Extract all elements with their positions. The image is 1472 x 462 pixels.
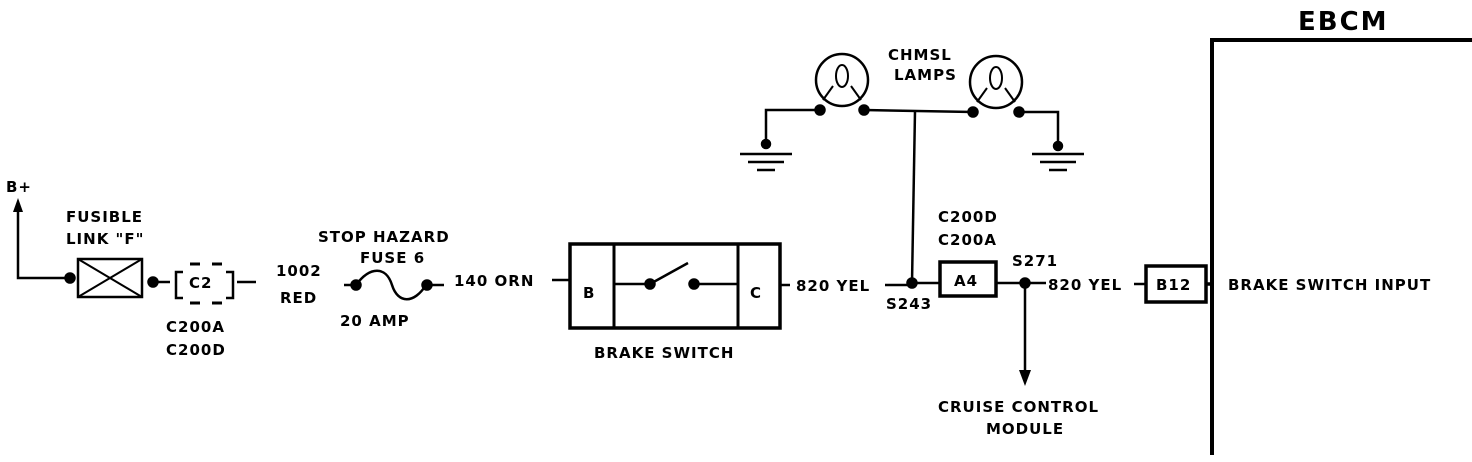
splice-s243-label: S243 [886,295,932,313]
cruise-control-label: CRUISE CONTROL [938,398,1099,416]
battery-positive: B+ [6,178,68,280]
splice-s271-label: S271 [1012,252,1058,270]
ebcm-label: EBCM [1298,7,1389,37]
brake-switch: B C BRAKE SWITCH [568,242,782,362]
chmsl-label-1: CHMSL [888,46,952,64]
fusible-link-label-2: LINK "F" [66,230,144,248]
fuse-out-dot [421,279,433,291]
amp-20-label: 20 AMP [340,312,410,330]
connector-c2-label: C2 [189,274,212,292]
connector-a4-box [938,260,998,298]
wire-lamps-to-s243 [910,110,917,284]
splice-s271-dot [1019,277,1031,289]
chmsl-lamp-1 [814,52,870,116]
c200d-right-label: C200D [938,208,998,226]
fusible-link-label-1: FUSIBLE [66,208,143,226]
b-plus-arrow [13,198,23,212]
brake-switch-input-label: BRAKE SWITCH INPUT [1228,276,1431,294]
wire-1002-label: 1002 [276,262,322,280]
module-label: MODULE [986,420,1064,438]
fusible-link-out-dot [147,276,159,288]
chmsl-lamps: CHMSL LAMPS [740,46,1084,284]
chmsl-label-2: LAMPS [894,66,957,84]
b-plus-label: B+ [6,178,32,196]
fusible-link: FUSIBLE LINK "F" [64,208,170,299]
c200a-right-label: C200A [938,231,997,249]
chmsl-lamp-2 [967,54,1025,118]
connector-a4: C200D C200A A4 [917,208,1022,298]
fuse-6-label: FUSE 6 [360,249,425,267]
wire-140-orn-label: 140 ORN [454,272,534,290]
connector-a4-label: A4 [954,272,978,290]
c200d-left-label: C200D [166,341,226,359]
connector-c2: C2 C200A C200D [166,262,235,359]
switch-terminal-c: C [750,284,762,302]
brake-switch-label: BRAKE SWITCH [594,344,734,362]
brake-switch-body [568,242,782,330]
c200a-left-label: C200A [166,318,225,336]
fusible-link-in-dot [64,272,76,284]
wire-820-yel-label-2: 820 YEL [1048,276,1122,294]
stop-hazard-label: STOP HAZARD [318,228,450,246]
ground-left [740,138,792,172]
wire-820-yel-label-1: 820 YEL [796,277,870,295]
terminal-b12: B12 [1144,264,1212,304]
switch-terminal-b: B [583,284,595,302]
ebcm-module: EBCM [1210,7,1472,455]
switch-blade [649,261,689,286]
wire-red-label: RED [280,289,317,307]
cruise-control-arrow [1019,370,1031,386]
ground-right [1032,140,1084,172]
terminal-b12-label: B12 [1156,276,1191,294]
fuse-6: STOP HAZARD FUSE 6 20 AMP [318,228,450,330]
fuse-element [354,269,428,301]
splice-s271: S271 [1012,252,1058,386]
